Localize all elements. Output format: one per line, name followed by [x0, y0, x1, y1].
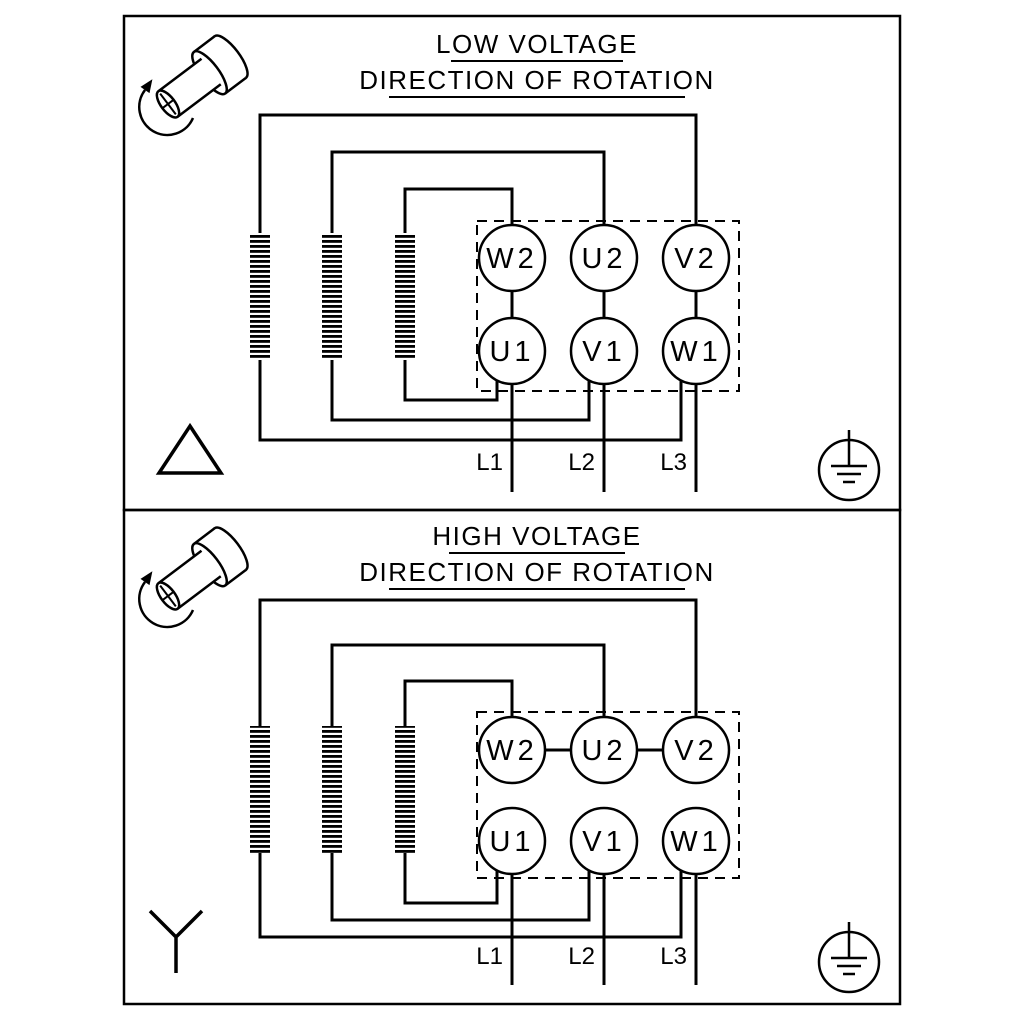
supply-label-l2: L2	[568, 449, 595, 476]
terminal-u1: U1	[477, 806, 547, 876]
delta-bridge-links	[510, 291, 698, 318]
winding-coil-1	[250, 726, 270, 853]
winding-wires	[258, 113, 698, 442]
earth-ground-icon	[817, 920, 881, 994]
terminal-label: U2	[581, 735, 626, 767]
terminal-label: V1	[582, 826, 625, 858]
rotation-direction-icon	[138, 29, 255, 137]
terminal-label: V2	[674, 735, 717, 767]
winding-coil-2	[322, 233, 342, 360]
terminal-label: V2	[674, 243, 717, 275]
star-symbol	[148, 909, 204, 973]
terminal-label: U1	[489, 336, 534, 368]
panel-title: HIGH VOLTAGE	[432, 521, 641, 551]
winding-coil-3	[395, 233, 415, 360]
winding-coil-1	[250, 233, 270, 360]
terminal-u2: U2	[569, 223, 639, 293]
terminal-v2: V2	[661, 223, 731, 293]
terminal-w1: W1	[661, 316, 731, 386]
terminal-box-outline	[476, 711, 740, 879]
terminal-w2: W2	[477, 223, 547, 293]
panel-low-voltage: LOW VOLTAGE DIRECTION OF ROTATION	[122, 14, 902, 512]
panel-high-voltage: HIGH VOLTAGE DIRECTION OF ROTATION	[122, 508, 902, 1006]
terminal-label: W2	[486, 735, 538, 767]
terminal-v1: V1	[569, 806, 639, 876]
panel-border	[122, 508, 902, 1006]
terminal-label: V1	[582, 336, 625, 368]
terminal-v2: V2	[661, 715, 731, 785]
delta-symbol	[155, 422, 225, 475]
winding-coil-2	[322, 726, 342, 853]
supply-label-l3: L3	[660, 943, 687, 970]
terminal-u2: U2	[569, 715, 639, 785]
winding-coil-3	[395, 726, 415, 853]
supply-label-l3: L3	[660, 449, 687, 476]
terminal-label: U2	[581, 243, 626, 275]
supply-wires	[510, 384, 698, 492]
terminal-label: U1	[489, 826, 534, 858]
earth-ground-icon	[817, 428, 881, 502]
terminal-w2: W2	[477, 715, 547, 785]
rotation-direction-icon	[138, 521, 255, 629]
panel-title: LOW VOLTAGE	[436, 29, 638, 59]
terminal-label: W1	[670, 336, 722, 368]
supply-label-l1: L1	[476, 449, 503, 476]
terminal-label: W2	[486, 243, 538, 275]
supply-wires	[510, 874, 698, 985]
panel-subtitle: DIRECTION OF ROTATION	[359, 65, 715, 95]
terminal-label: W1	[670, 826, 722, 858]
terminal-v1: V1	[569, 316, 639, 386]
panel-subtitle: DIRECTION OF ROTATION	[359, 557, 715, 587]
terminal-u1: U1	[477, 316, 547, 386]
winding-wires	[258, 598, 698, 939]
supply-label-l2: L2	[568, 943, 595, 970]
terminal-w1: W1	[661, 806, 731, 876]
terminal-box-outline	[476, 220, 740, 392]
supply-label-l1: L1	[476, 943, 503, 970]
